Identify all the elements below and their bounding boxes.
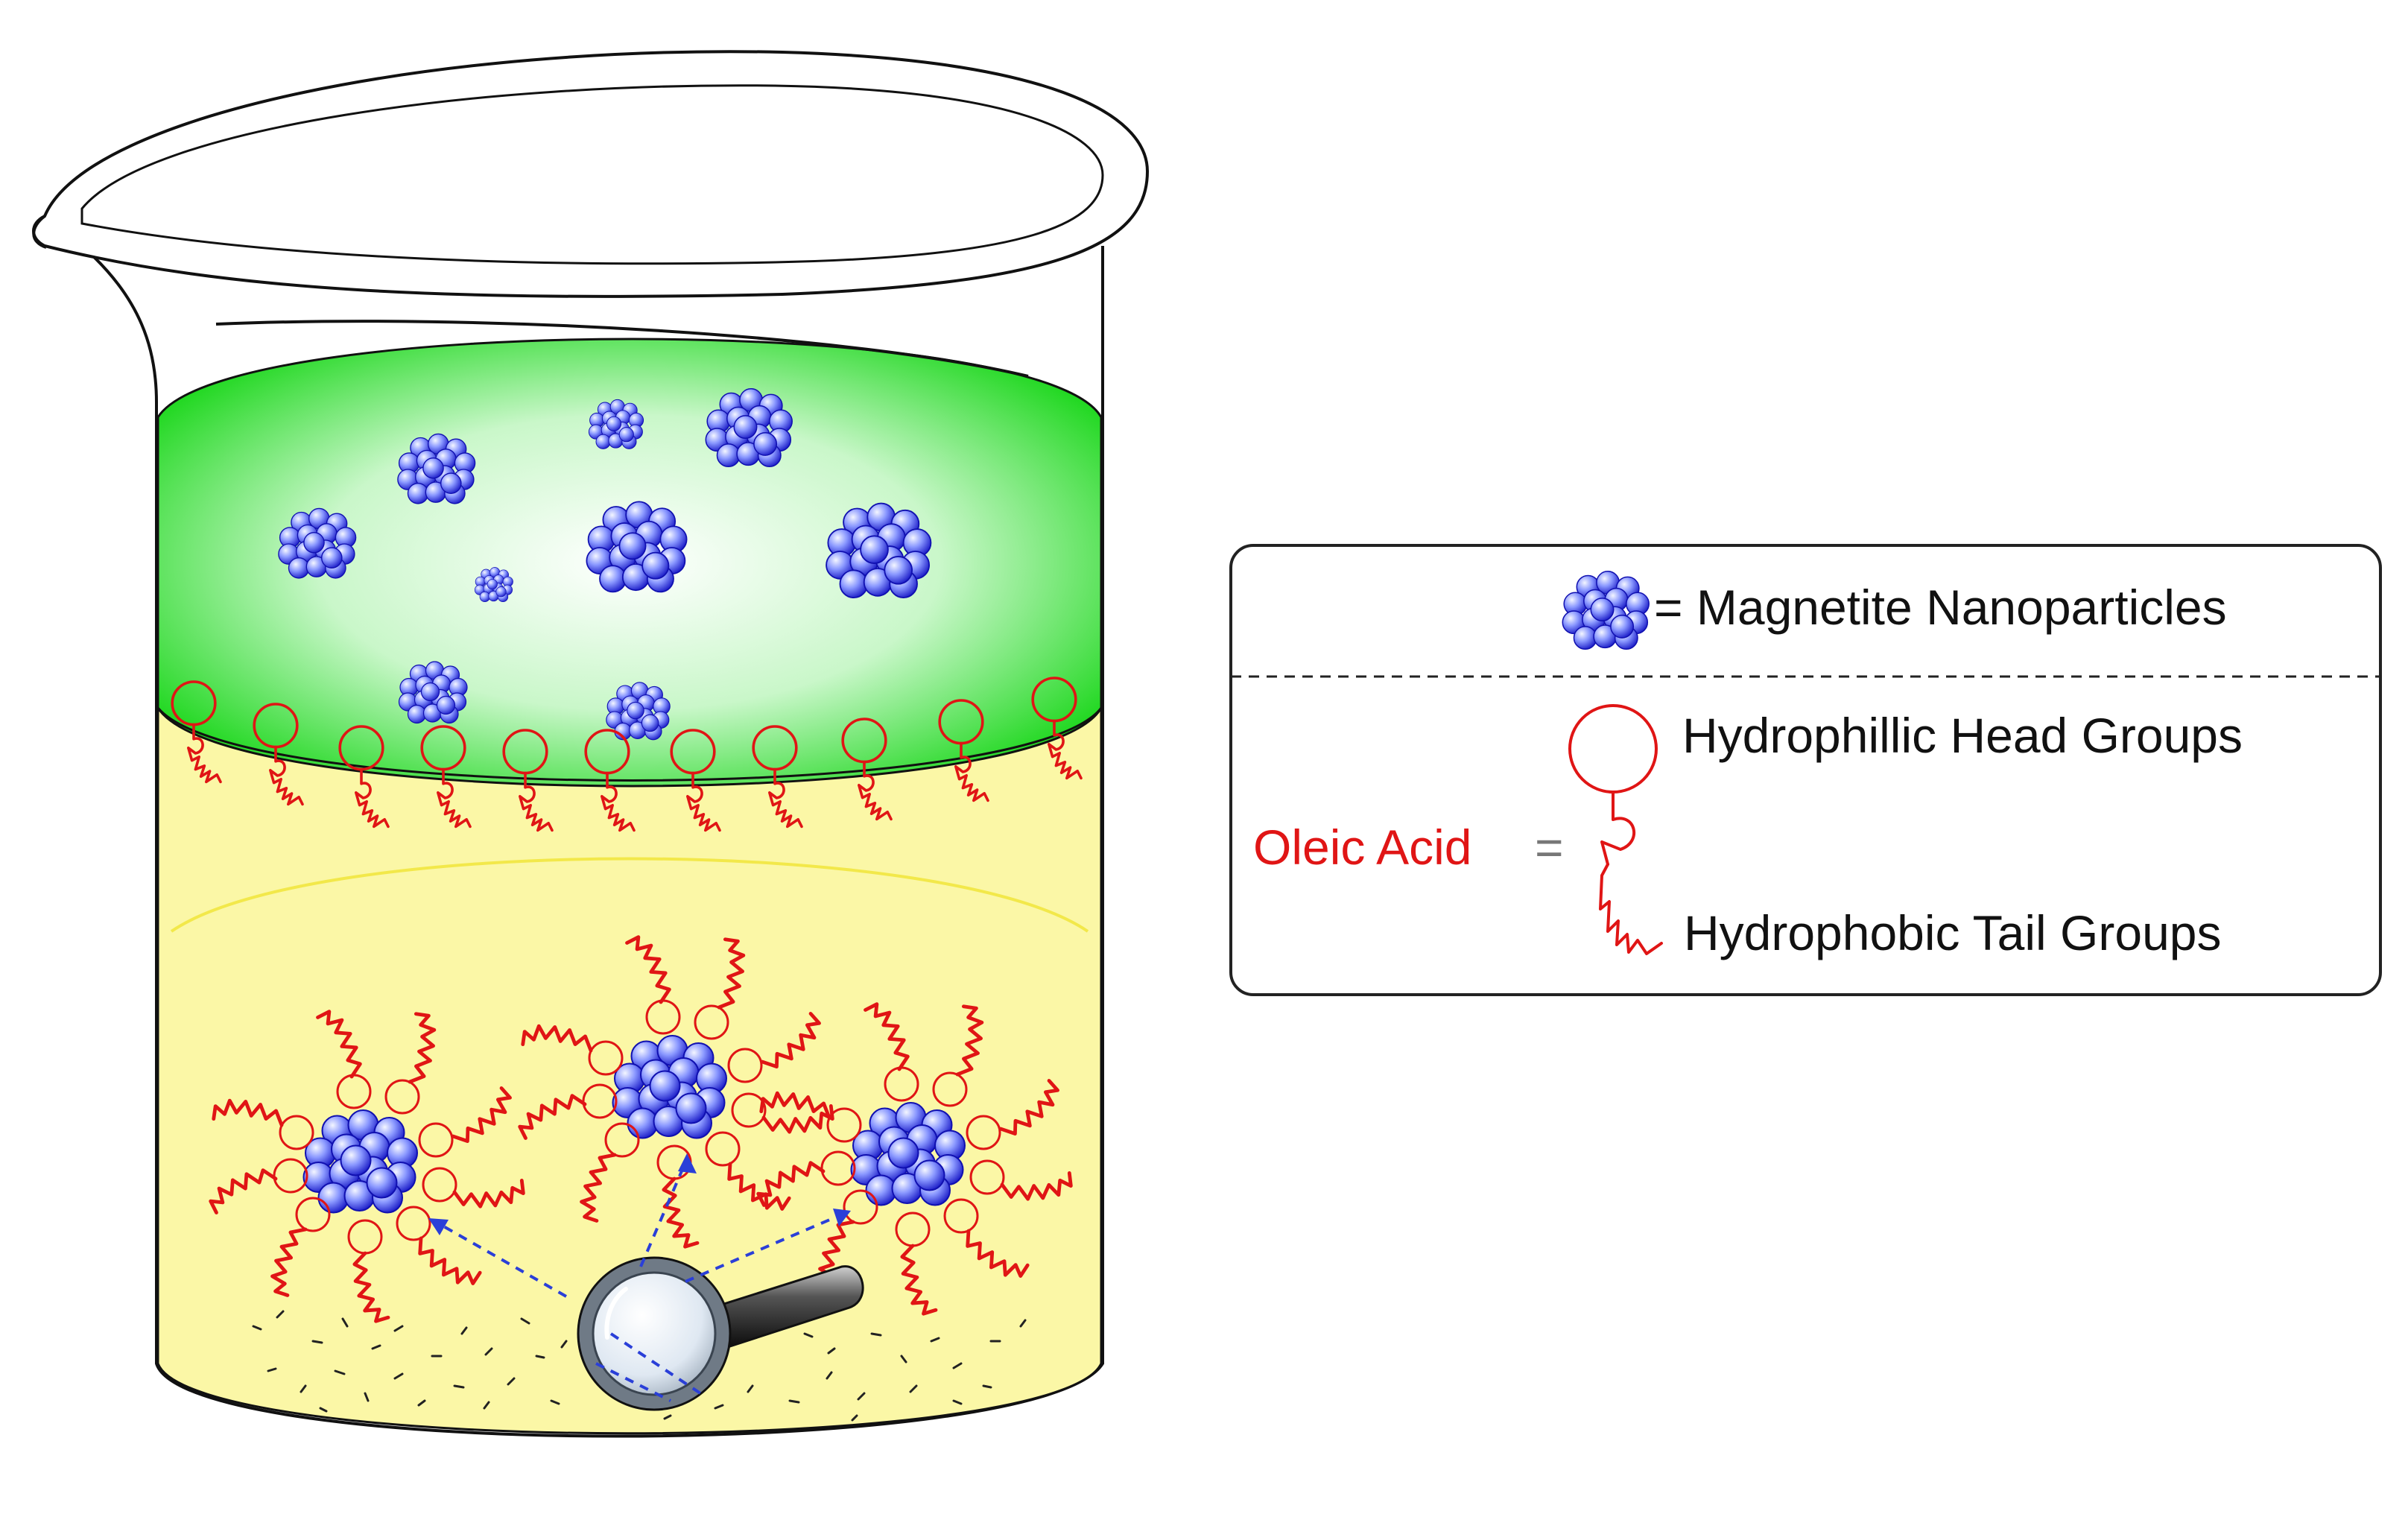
aqueous-inner-rim bbox=[170, 857, 1089, 933]
legend-tail-label: Hydrophobic Tail Groups bbox=[1684, 905, 2222, 960]
beaker-rim-inner bbox=[80, 84, 1104, 265]
coated-particle bbox=[518, 935, 836, 1248]
arrow-lens-cross bbox=[595, 1332, 702, 1402]
coated-particle bbox=[756, 1002, 1074, 1315]
legend-equals: = bbox=[1535, 820, 1564, 875]
legend-oleic-label: Oleic Acid bbox=[1253, 820, 1471, 875]
arrow-to-left-particle bbox=[435, 1220, 567, 1298]
legend-head-label: Hydrophillic Head Groups bbox=[1682, 708, 2243, 763]
legend-box: = Magnetite Nanoparticles Oleic Acid = H… bbox=[1229, 544, 2382, 996]
beaker bbox=[32, 50, 1150, 1438]
beaker-spout bbox=[32, 215, 47, 249]
oleic-acid-molecule-icon bbox=[1568, 704, 1663, 955]
legend-nanoparticle-label: = Magnetite Nanoparticles bbox=[1654, 580, 2227, 635]
arrowheads bbox=[428, 1153, 851, 1235]
coated-particles bbox=[209, 935, 1074, 1323]
interface-line bbox=[156, 707, 1103, 782]
coated-particle bbox=[209, 1010, 527, 1323]
beaker-fill-mark bbox=[215, 320, 1029, 378]
magnifying-glass-icon bbox=[577, 1256, 864, 1411]
arrow-to-center-particle bbox=[639, 1162, 687, 1267]
legend-frame bbox=[1229, 544, 2382, 996]
arrow-to-right-particle bbox=[685, 1213, 843, 1283]
magnification-arrows bbox=[435, 1162, 843, 1402]
